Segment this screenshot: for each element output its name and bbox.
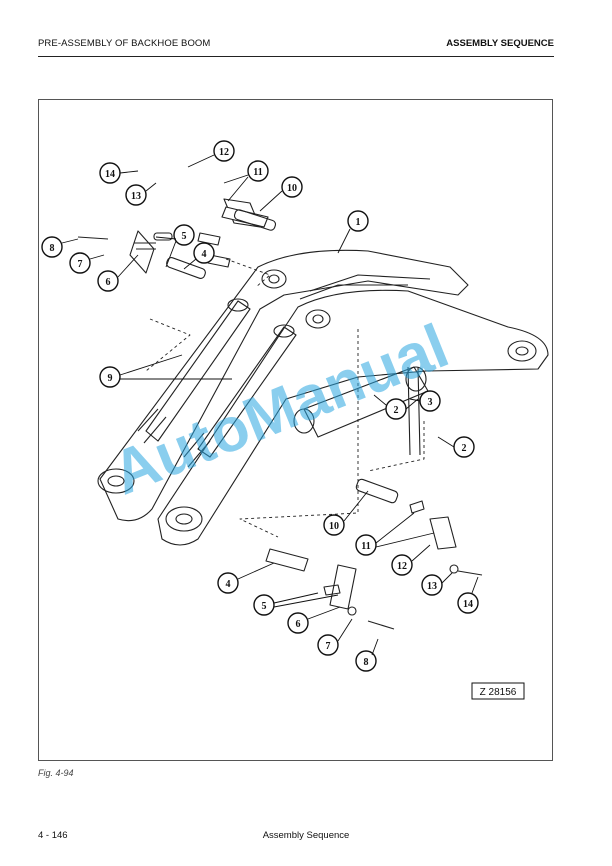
- svg-text:4: 4: [202, 249, 207, 260]
- callout-3: 3: [419, 390, 441, 412]
- drawing-code-box: Z 28156: [471, 682, 525, 700]
- callout-4a: 4: [193, 242, 215, 264]
- callout-11a: 11: [247, 160, 269, 182]
- callout-14a: 14: [99, 162, 121, 184]
- header-divider: [38, 56, 554, 57]
- svg-text:14: 14: [463, 599, 473, 610]
- svg-text:11: 11: [253, 167, 262, 178]
- svg-text:2: 2: [394, 405, 399, 416]
- callout-6b: 6: [287, 612, 309, 634]
- header-section: ASSEMBLY SEQUENCE: [446, 38, 554, 49]
- svg-text:7: 7: [326, 641, 331, 652]
- callout-4b: 4: [217, 572, 239, 594]
- callout-14b: 14: [457, 592, 479, 614]
- svg-text:12: 12: [397, 561, 407, 572]
- callout-9: 9: [99, 366, 121, 388]
- page-number: 4 - 146: [38, 830, 68, 841]
- svg-text:6: 6: [296, 619, 301, 630]
- svg-text:7: 7: [78, 259, 83, 270]
- figure-caption: Fig. 4-94: [38, 768, 74, 778]
- svg-text:13: 13: [131, 191, 141, 202]
- svg-text:14: 14: [105, 169, 115, 180]
- callout-8b: 8: [355, 650, 377, 672]
- callout-12b: 12: [391, 554, 413, 576]
- svg-text:10: 10: [329, 521, 339, 532]
- callout-10a: 10: [281, 176, 303, 198]
- svg-text:8: 8: [364, 657, 369, 668]
- callout-12a: 12: [213, 140, 235, 162]
- svg-text:12: 12: [219, 147, 229, 158]
- svg-text:6: 6: [106, 277, 111, 288]
- drawing-code: Z 28156: [480, 687, 517, 698]
- svg-text:8: 8: [50, 243, 55, 254]
- callout-8a: 8: [41, 236, 63, 258]
- svg-text:10: 10: [287, 183, 297, 194]
- svg-text:2: 2: [462, 443, 467, 454]
- callout-6a: 6: [97, 270, 119, 292]
- callout-leaders: [61, 154, 479, 656]
- svg-text:13: 13: [427, 581, 437, 592]
- footer-section-title: Assembly Sequence: [262, 830, 350, 841]
- svg-text:11: 11: [361, 541, 370, 552]
- svg-text:1: 1: [356, 217, 361, 228]
- svg-text:5: 5: [262, 601, 267, 612]
- callout-7b: 7: [317, 634, 339, 656]
- svg-text:3: 3: [428, 397, 433, 408]
- callout-7a: 7: [69, 252, 91, 274]
- assembly-dash-lines: [145, 258, 425, 538]
- figure-frame: [38, 99, 553, 761]
- callout-5a: 5: [173, 224, 195, 246]
- callout-10b: 10: [323, 514, 345, 536]
- callout-2b: 2: [453, 436, 475, 458]
- callout-11b: 11: [355, 534, 377, 556]
- svg-text:4: 4: [226, 579, 231, 590]
- svg-text:5: 5: [182, 231, 187, 242]
- callout-5b: 5: [253, 594, 275, 616]
- callout-13b: 13: [421, 574, 443, 596]
- callout-13a: 13: [125, 184, 147, 206]
- callout-1: 1: [347, 210, 369, 232]
- svg-text:9: 9: [108, 373, 113, 384]
- header-title: PRE-ASSEMBLY OF BACKHOE BOOM: [38, 38, 211, 49]
- backhoe-boom-exploded-diagram: 1 2 2 3 4 4 5 5 6 6 7 7 8 8 9 10 10 11 1…: [41, 140, 549, 700]
